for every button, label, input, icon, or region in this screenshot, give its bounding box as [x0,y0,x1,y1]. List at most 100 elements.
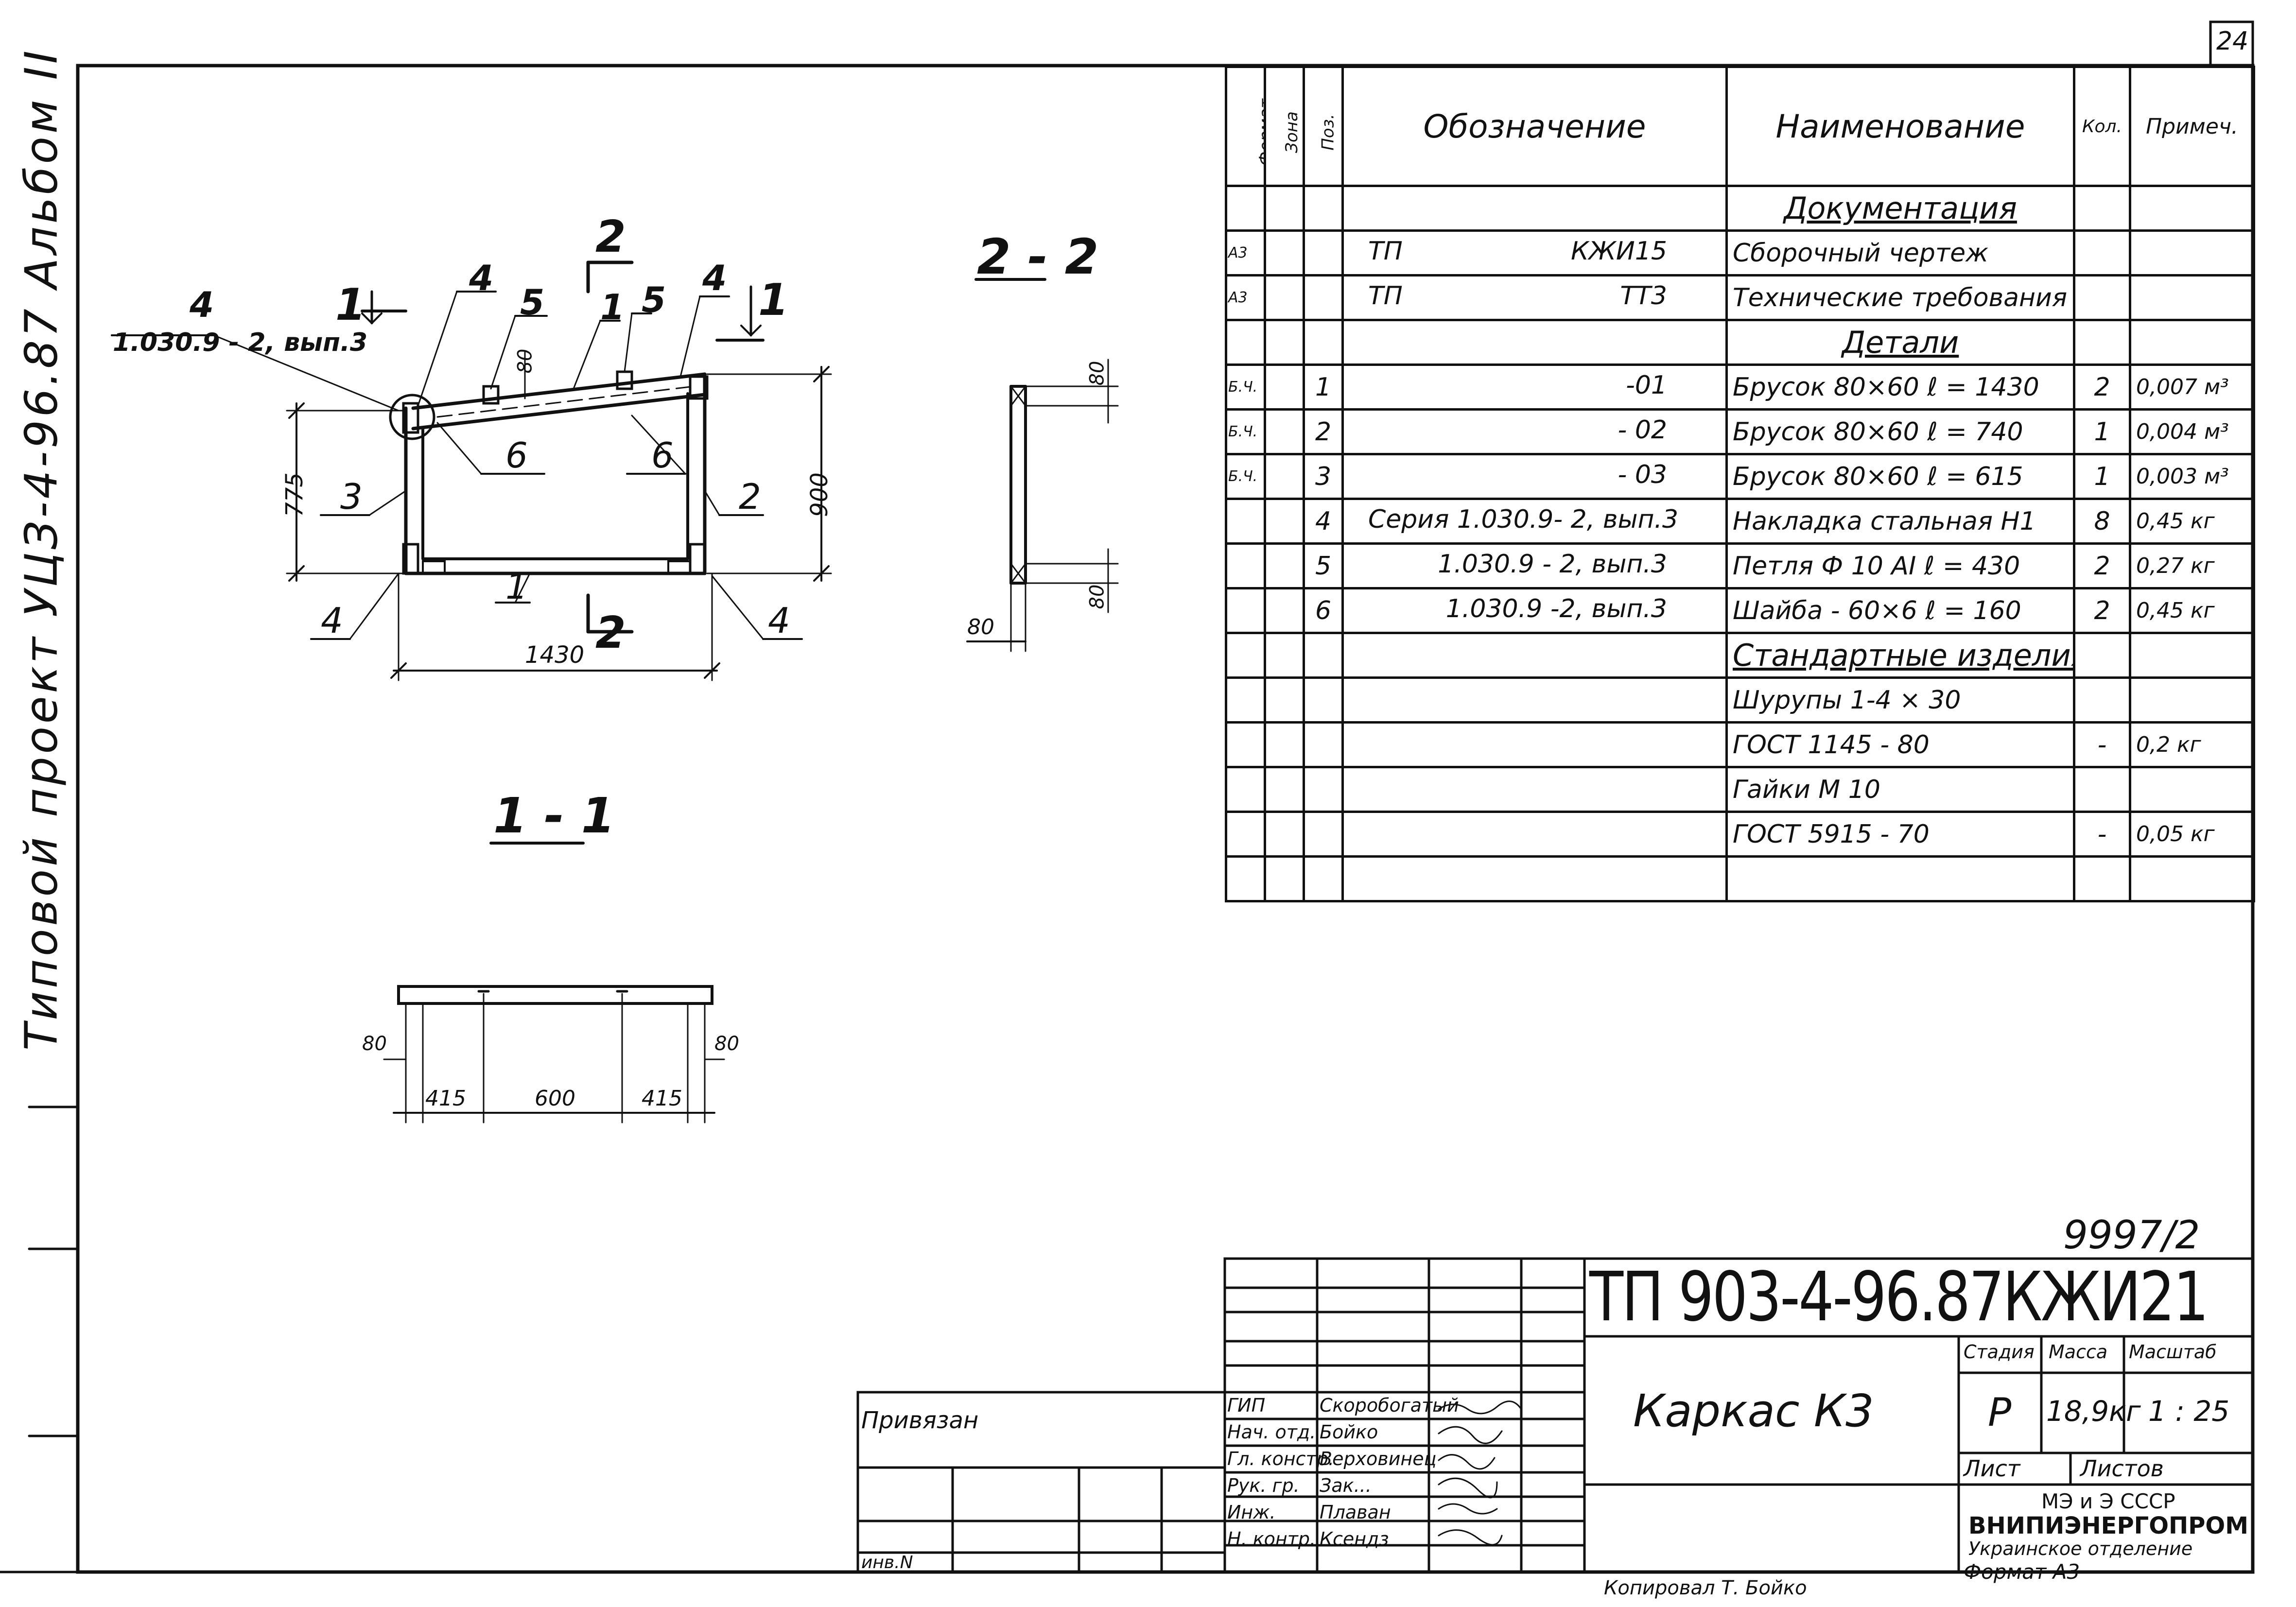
header-note: Примеч. [2129,66,2255,187]
spec-header-row: Формат Зона Поз. Обозначение Наименовани… [1225,66,2255,187]
mass-value: 18,9кг [2046,1395,2141,1428]
spec-qty: 2 [2073,587,2131,634]
header-qty: Кол. [2073,66,2131,187]
section-1-1-dim-left: 80 [362,1033,387,1055]
section-2-2-lines [966,278,1119,652]
spec-qty: 2 [2073,363,2131,411]
section-2-2-title: 2 - 2 [977,228,1099,285]
role-title: Рук. гр. [1227,1475,1300,1496]
spec-note [2129,274,2255,321]
sheets-label: Листов [2080,1455,2164,1482]
spec-designation [1341,721,1728,768]
header-pos: Поз. [1318,113,1338,151]
spec-row: Стандартные изделия [1225,632,2255,679]
spec-pos [1303,855,1344,902]
pos-label: 5 [520,282,545,323]
spec-zone [1264,453,1305,500]
pos-label: 1 [505,566,528,607]
spec-section-heading: Документация [1725,185,2075,232]
spec-designation-right: - 02 [1618,415,1667,445]
spec-designation-left: ТП [1368,281,1403,311]
spec-format: Б.Ч. [1225,408,1266,455]
spec-note [2129,319,2255,366]
callout-ref-text: 1.030.9 - 2, вып.3 [113,328,368,357]
spec-designation [1341,676,1728,724]
spec-name: Брусок 80×60 ℓ = 740 [1725,408,2075,455]
spec-row: ГОСТ 1145 - 80-0,2 кг [1225,721,2255,768]
sheet-number: 24 [2216,27,2249,56]
spec-format [1225,721,1266,768]
spec-qty [2073,185,2131,232]
spec-designation-left: ТП [1368,237,1403,266]
spec-format [1225,766,1266,813]
spec-zone [1264,721,1305,768]
spec-qty: 1 [2073,408,2131,455]
header-designation: Обозначение [1341,66,1728,187]
section-2-2-dim-width: 80 [967,615,994,639]
spec-note: 0,004 м³ [2129,408,2255,455]
spec-format [1225,319,1266,366]
spec-pos: 2 [1303,408,1344,455]
privyazan-label: Привязан [861,1407,979,1434]
pos-label: 6 [505,435,528,476]
spec-zone [1264,498,1305,545]
role-person: Верховинец [1320,1448,1437,1469]
pos-label: 6 [651,435,674,476]
spec-designation [1341,185,1728,232]
spec-format [1225,855,1266,902]
spec-zone [1264,185,1305,232]
document-code: ТП 903-4-96.87КЖИ21 [1589,1258,2209,1337]
spec-name: Брусок 80×60 ℓ = 1430 [1725,363,2075,411]
pos-label: 3 [340,476,363,517]
spec-designation: - 03 [1341,453,1728,500]
copied-by: Копировал Т. Бойко [1604,1577,1807,1599]
spec-designation: Серия 1.030.9- 2, вып.3 [1341,498,1728,545]
spec-zone [1264,229,1305,276]
spec-format: Б.Ч. [1225,453,1266,500]
spec-format [1225,676,1266,724]
pos-label: 4 [321,600,343,641]
role-title: Инж. [1227,1502,1276,1523]
section-2-2-dim-bottom: 80 [1086,584,1109,609]
callout-ref-num: 4 [190,284,214,325]
section-2-2-dim-top: 80 [1086,361,1109,386]
spec-row: Шурупы 1-4 × 30 [1225,676,2255,724]
spec-format [1225,185,1266,232]
spec-note: 0,45 кг [2129,498,2255,545]
spec-qty: 8 [2073,498,2131,545]
signature-scribbles [1438,1400,1522,1546]
spec-designation-right: 1.030.9 -2, вып.3 [1445,594,1667,623]
spec-pos: 3 [1303,453,1344,500]
spec-designation: 1.030.9 - 2, вып.3 [1341,542,1728,589]
side-label-wrap: Типовой проект УЦЗ-4-96.87 Альбом II [0,48,83,1051]
spec-name: Гайки М 10 [1725,766,2075,813]
spec-name: Шайба - 60×6 ℓ = 160 [1725,587,2075,634]
spec-zone [1264,363,1305,411]
spec-designation [1341,855,1728,902]
section-1-1-dim-3: 415 [642,1086,682,1111]
spec-pos: 6 [1303,587,1344,634]
spec-note: 0,27 кг [2129,542,2255,589]
role-title: ГИП [1227,1395,1266,1416]
spec-designation: - 02 [1341,408,1728,455]
section-mark-right: 1 [758,275,789,326]
pos-label: 4 [702,258,727,298]
spec-section-heading: Стандартные изделия [1725,632,2075,679]
spec-designation [1341,632,1728,679]
section-1-1-dim-right: 80 [714,1033,739,1055]
spec-name: Сборочный чертеж [1725,229,2075,276]
spec-pos [1303,185,1344,232]
spec-note: 0,007 м³ [2129,363,2255,411]
spec-note [2129,185,2255,232]
pos-label: 2 [739,476,761,517]
stage-label: Стадия [1964,1341,2035,1363]
cut-mark-bottom: 2 [595,607,626,658]
side-label: Типовой проект УЦЗ-4-96.87 Альбом II [15,48,68,1051]
spec-note: 0,2 кг [2129,721,2255,768]
spec-note [2129,229,2255,276]
spec-zone [1264,587,1305,634]
